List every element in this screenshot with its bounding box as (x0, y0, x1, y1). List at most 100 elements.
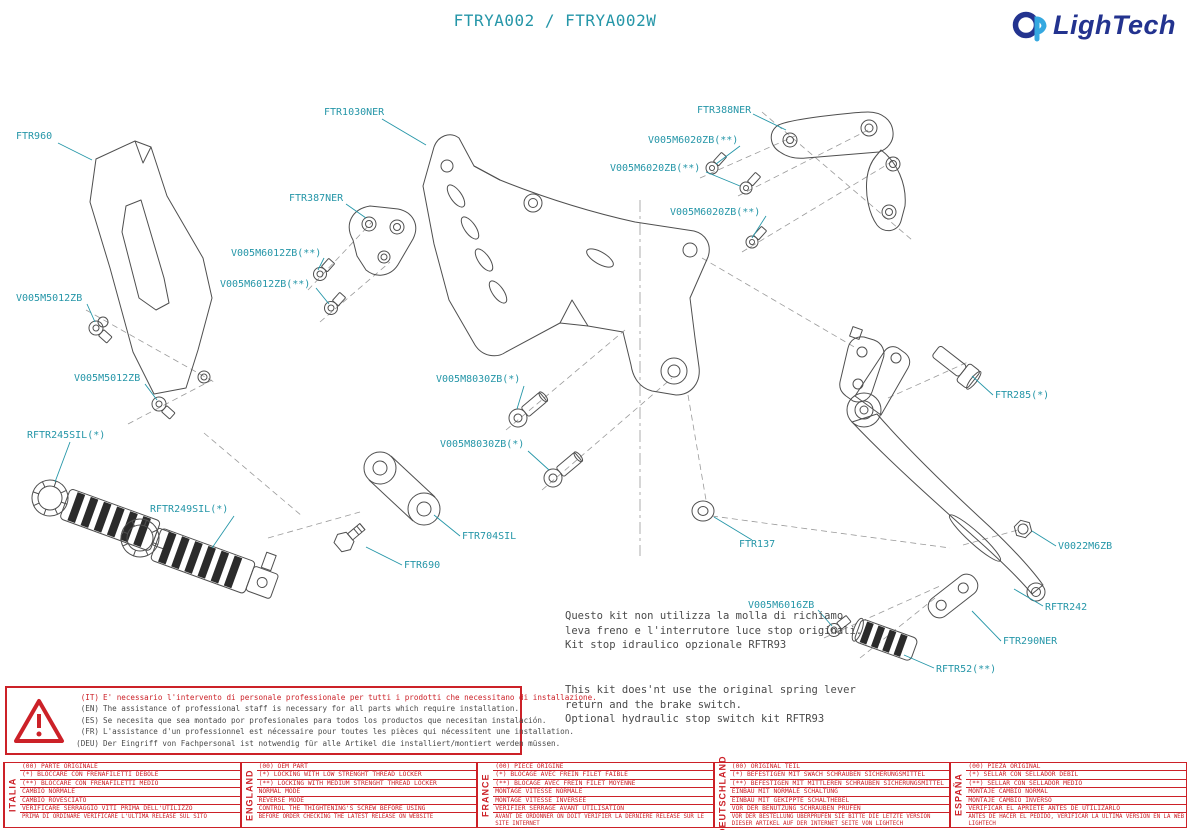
footer-row: (*) BLOCCARE CON FRENAFILETTI DEBOLE (20, 771, 240, 780)
warning-code-en: (EN) (80, 704, 99, 714)
kit-note-italian: Questo kit non utilizza la molla di rich… (565, 610, 863, 652)
bolt-v005m8030zb-1 (508, 391, 549, 428)
warning-code-de: (DEU) (76, 738, 99, 748)
footer-row: NORMAL MODE (256, 788, 477, 797)
footer-row: (*) BEFESTIGEN MIT SWACH SCHRAUBEN SICHE… (729, 771, 950, 780)
part-label-ftr137: FTR137 (739, 539, 776, 550)
part-label-ftr290ner: FTR290NER (1003, 636, 1058, 647)
part-label-ftr960: FTR960 (16, 131, 53, 142)
warning-text-fr: L'assistance d'un professionnel est néce… (103, 727, 574, 737)
warning-line-de: (DEU) Der Eingriff von Fachpersonal ist … (72, 738, 560, 749)
footer-row: CAMBIO NORMALE (20, 788, 240, 797)
bolt-v005m6012zb-1 (313, 258, 335, 281)
lightech-logo-text: LighTech (1053, 9, 1176, 40)
warning-line-it: (IT) E' necessario l'intervento di perso… (72, 692, 597, 703)
part-label-rftr245sil: RFTR245SIL(*) (27, 430, 106, 441)
part-nut-v0022m6zb (1013, 519, 1033, 539)
footer-row: (00) PIEZA ORIGINAL (966, 763, 1186, 772)
footer-row: VOR DER BESTELLUNG UBERPRUFEN SIE BITTE … (731, 814, 931, 827)
footer-row: (**) BLOCCARE CON FRENAFILETTI MEDIO (20, 780, 240, 789)
footer-lang-deutschland: DEUTSCHLAND (713, 755, 730, 830)
footer-lang-italia: ITALIA (4, 763, 20, 827)
part-label-ftr285: FTR285(*) (995, 390, 1050, 401)
footer-lang-france: FRANCE (477, 763, 494, 827)
part-main-bracket-ftr1030ner (422, 134, 710, 396)
part-toe-peg-rftr52 (851, 617, 918, 661)
footer-row: BEFORE ORDER CHECKING THE LATEST RELEASE… (258, 814, 434, 821)
footer-rows-deutschland: (00) ORIGINAL TEIL (*) BEFESTIGEN MIT SW… (729, 763, 950, 827)
part-label-rftr249sil: RFTR249SIL(*) (150, 504, 229, 515)
warning-text: (IT) E' necessario l'intervento di perso… (72, 692, 597, 749)
part-label-v005m8030zb-1: V005M8030ZB(*) (436, 374, 521, 385)
part-label-ftr1030ner: FTR1030NER (324, 107, 385, 118)
part-footpeg-rftr245sil (31, 479, 172, 551)
footer-row: (**) BEFESTIGEN MIT MITTLEREN SCHRAUBEN … (729, 780, 950, 789)
footer-row: (*) LOCKING WITH LOW STRENGHT THREAD LOC… (256, 771, 477, 780)
part-ftr388ner (770, 111, 906, 232)
part-link-ftr704sil (363, 451, 441, 526)
footer-rows-england: (00) OEM PART (*) LOCKING WITH LOW STREN… (256, 763, 477, 827)
footer-row: (*) SELLAR CON SELLADOR DEBIL (966, 771, 1186, 780)
part-ftr387ner (348, 205, 417, 276)
footer-row: REVERSE MODE (256, 797, 477, 805)
part-label-v0022m6zb: V0022M6ZB (1058, 541, 1113, 552)
bolt-ftr690 (333, 523, 366, 553)
footer-row: (**) SELLAR CON SELLADOR MEDIO (966, 780, 1186, 789)
part-label-rftr242: RFTR242 (1045, 602, 1088, 613)
warning-code-it: (IT) (80, 693, 99, 703)
footer-lang-espana: ESPAÑA (950, 763, 967, 827)
part-label-ftr387ner: FTR387NER (289, 193, 344, 204)
footer-row: CAMBIO ROVESCIATO (20, 797, 240, 805)
footer-row: VOR DER BENUTZUNG SCHRAUBEN PRUFEN (729, 805, 950, 814)
part-footpeg-rftr249sil (120, 518, 279, 599)
part-label-ftr690: FTR690 (404, 560, 441, 571)
footer-row: CONTROL THE THIGHTENING'S SCREW BEFORE U… (256, 805, 477, 814)
part-lever-top-bracket (839, 326, 885, 403)
footer-rows-france: (00) PIECE ORIGINE (*) BLOCAGE AVEC FREI… (493, 763, 713, 827)
part-label-v005m6012zb-1: V005M6012ZB(**) (231, 248, 322, 259)
lightech-logo-icon (1012, 11, 1047, 42)
part-label-v005m5012zb-2: V005M5012ZB (74, 373, 141, 384)
footer-col-deutschland: DEUTSCHLAND (00) ORIGINAL TEIL (*) BEFES… (713, 755, 951, 830)
warning-text-es: Se necesita que sea montado por profesio… (103, 715, 547, 725)
footer-table: ITALIA (00) PARTE ORIGINALE (*) BLOCCARE… (3, 755, 1187, 830)
warning-text-it: E' necessario l'intervento di personale … (103, 693, 597, 703)
footer-row: MONTAJE CAMBIO INVERSO (966, 797, 1186, 805)
warning-triangle-icon (14, 698, 64, 743)
warning-code-es: (ES) (80, 715, 99, 725)
bolt-v005m6012zb-2 (324, 292, 346, 315)
footer-row: PRIMA DI ORDINARE VERIFICARE L'ULTIMA RE… (22, 814, 207, 821)
kit-note-english: This kit does'nt use the original spring… (565, 684, 856, 726)
footer-row: EINBAU MIT GEKIPPTE SCHALTHEBEL (729, 797, 950, 805)
footer-row: (**) BLOCAGE AVEC FREIN FILET MOYENNE (493, 780, 713, 789)
warning-text-en: The assistance of professional staff is … (103, 704, 520, 714)
warning-line-es: (ES) Se necesita que sea montado por pro… (72, 715, 547, 726)
footer-rows-espana: (00) PIEZA ORIGINAL (*) SELLAR CON SELLA… (966, 763, 1186, 827)
footer-row: ANTES DE HACER EL PEDIDO, VERIFICAR LA U… (968, 814, 1185, 827)
bolt-v005m6020zb-3 (745, 226, 767, 249)
footer-row: (00) ORIGINAL TEIL (729, 763, 950, 772)
footer-row: MONTAJE CAMBIO NORMAL (966, 788, 1186, 797)
warning-code-fr: (FR) (80, 727, 99, 737)
footer-col-espana: ESPAÑA (00) PIEZA ORIGINAL (*) SELLAR CO… (950, 763, 1186, 827)
footer-row: AVANT DE ORDONNER ON DOIT VERIFIER LA DE… (495, 814, 705, 827)
footer-row: (*) BLOCAGE AVEC FREIN FILET FAIBLE (493, 771, 713, 780)
footer-row: VERIFICAR EL APRIETE ANTES DE UTILIZARLO (966, 805, 1186, 814)
footer-col-france: FRANCE (00) PIECE ORIGINE (*) BLOCAGE AV… (477, 763, 714, 827)
footer-lang-england: ENGLAND (240, 763, 257, 827)
footer-row: (00) OEM PART (256, 763, 477, 772)
lightech-logo: LighTech (1012, 8, 1176, 42)
page-title: FTRYA002 / FTRYA002W (453, 11, 657, 30)
footer-row: VERIFIER SERRAGE AVANT UTILISATION (493, 805, 713, 814)
footer-rows-italia: (00) PARTE ORIGINALE (*) BLOCCARE CON FR… (20, 763, 240, 827)
footer-row: EINBAU MIT NORMALE SCHALTUNG (729, 788, 950, 797)
part-label-ftr704sil: FTR704SIL (462, 531, 517, 542)
part-ftr290ner (927, 573, 979, 619)
construction-lines (85, 111, 1019, 659)
part-label-rftr52: RFTR52(**) (936, 664, 997, 675)
part-lever-rftr242 (846, 346, 1046, 602)
footer-row: (00) PIECE ORIGINE (493, 763, 713, 772)
footer-row: VERIFICARE SERRAGGIO VITI PRIMA DELL'UTI… (20, 805, 240, 814)
bolt-v005m6020zb-2 (739, 172, 761, 195)
